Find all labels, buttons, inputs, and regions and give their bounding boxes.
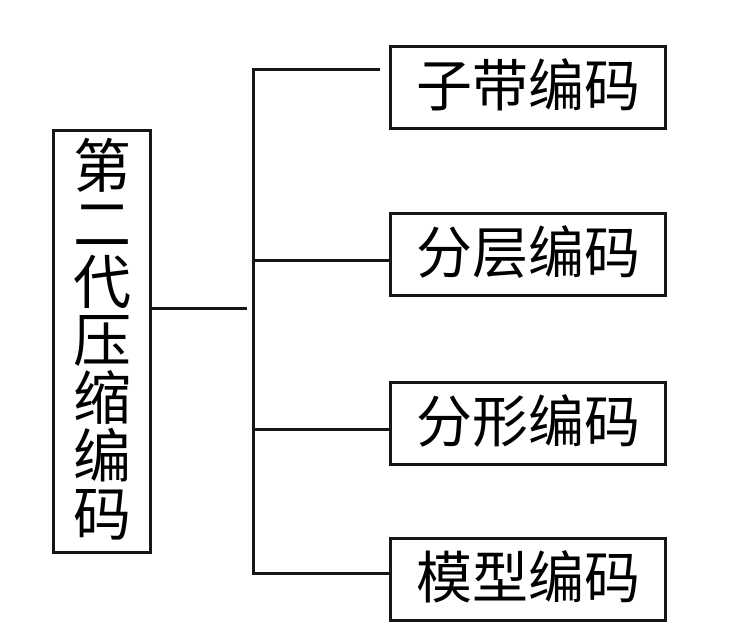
node-fractal-coding: 分形编码 bbox=[389, 381, 667, 466]
trunk-line bbox=[252, 68, 255, 575]
child-node-label: 分层编码 bbox=[416, 223, 640, 286]
root-connector-line bbox=[146, 307, 247, 310]
branch-line-layered bbox=[252, 259, 391, 262]
node-layered-coding: 分层编码 bbox=[389, 212, 667, 297]
child-node-label: 分形编码 bbox=[416, 392, 640, 455]
branch-line-subband bbox=[252, 68, 380, 71]
node-second-generation-compression-coding: 第二代压缩编码 bbox=[52, 129, 152, 554]
child-node-label: 模型编码 bbox=[416, 548, 640, 611]
node-model-coding: 模型编码 bbox=[389, 537, 667, 622]
child-node-label: 子带编码 bbox=[416, 56, 640, 119]
root-node-label: 第二代压缩编码 bbox=[72, 134, 131, 548]
branch-line-model bbox=[252, 572, 392, 575]
node-subband-coding: 子带编码 bbox=[389, 45, 667, 130]
branch-line-fractal bbox=[252, 428, 391, 431]
